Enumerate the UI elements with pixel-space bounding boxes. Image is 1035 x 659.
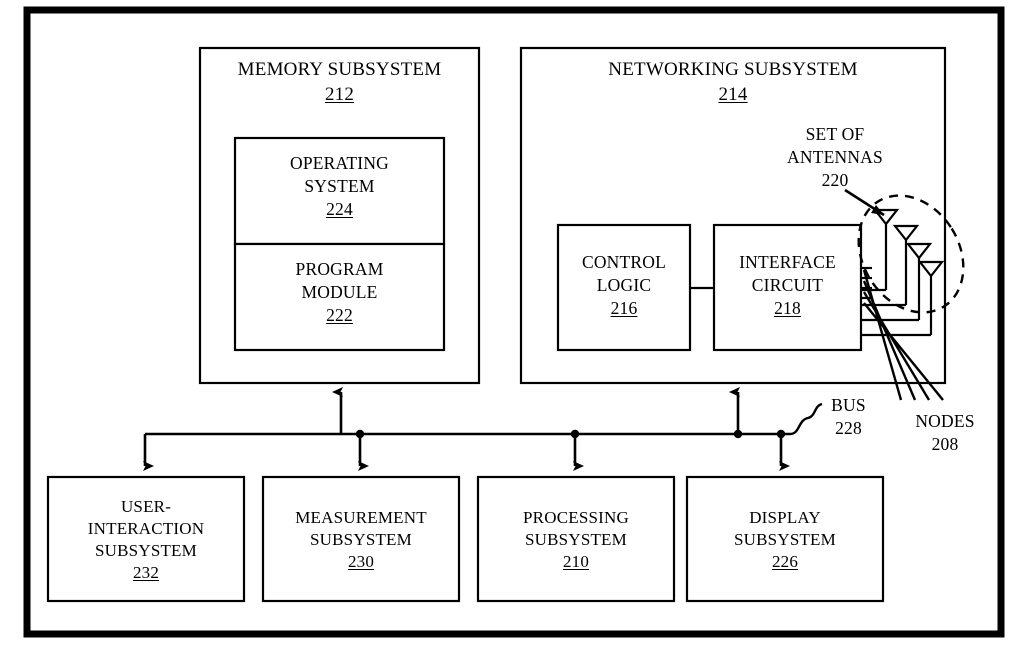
user-interaction-subsystem-box	[46, 475, 246, 603]
antenna-group-dashed-outline	[857, 194, 965, 314]
processing-subsystem-box	[476, 475, 676, 603]
antenna-icon-1	[862, 208, 900, 292]
antenna-icon-4	[862, 260, 945, 337]
figure-outer-border	[23, 6, 1005, 638]
measurement-subsystem-box	[261, 475, 461, 603]
display-subsystem-box	[685, 475, 885, 603]
program-module-box	[233, 242, 446, 352]
interface-circuit-box	[712, 223, 863, 352]
bus-leader-squiggle	[789, 402, 823, 436]
node-lines	[862, 269, 944, 401]
antenna-icon-3	[862, 242, 933, 322]
antenna-icon-2	[862, 224, 920, 307]
operating-system-box	[233, 136, 446, 246]
set-of-antennas-leader-arrowhead	[871, 205, 884, 215]
control-logic-box	[556, 223, 692, 352]
